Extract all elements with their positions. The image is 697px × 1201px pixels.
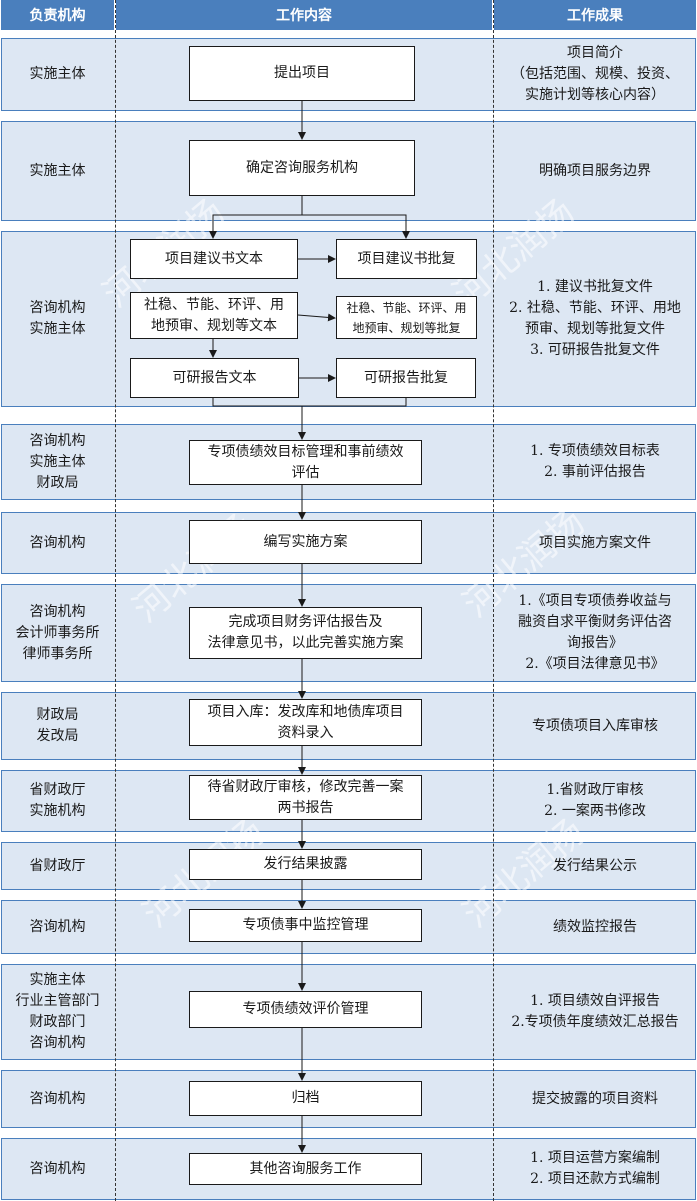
dept-label: 实施主体 行业主管部门 财政部门 咨询机构 [15, 972, 100, 1051]
dept-label: 省财政厅 实施机构 [29, 782, 86, 819]
result-label: 项目简介 （包括范围、规模、投资、 实施计划等核心内容） [511, 45, 679, 103]
column-divider [493, 0, 494, 1201]
result-label: 项目实施方案文件 [539, 534, 651, 551]
result-label: 发行结果公示 [553, 857, 637, 874]
header-result: 工作成果 [494, 0, 696, 30]
dept-label: 咨询机构 [29, 534, 86, 551]
result-label: 1. 建议书批复文件 2. 社稳、节能、环评、用地 预审、规划等批复文件 3. … [509, 279, 681, 358]
result-label: 1. 项目运营方案编制 2. 项目还款方式编制 [530, 1150, 660, 1187]
step-assessment-texts: 社稳、节能、环评、用 地预审、规划等文本 [130, 292, 298, 339]
result-label: 1.省财政厅审核 2. 一案两书修改 [544, 782, 646, 819]
dept-label: 咨询机构 [29, 918, 86, 935]
step-project-library: 项目入库：发改库和地债库项目 资料录入 [189, 699, 422, 746]
dept-label: 咨询机构 [29, 1090, 86, 1107]
dept-label: 咨询机构 会计师事务所 律师事务所 [15, 603, 100, 662]
dept-label: 咨询机构 [29, 1160, 86, 1177]
dept-label: 咨询机构 实施主体 财政局 [29, 432, 86, 491]
dept-label: 实施主体 [29, 66, 86, 82]
dept-label: 实施主体 [29, 162, 86, 179]
result-label: 明确项目服务边界 [539, 162, 651, 179]
dept-label: 省财政厅 [29, 857, 86, 874]
step-financial-legal: 完成项目财务评估报告及 法律意见书，以此完善实施方案 [189, 607, 422, 659]
result-label: 绩效监控报告 [553, 918, 637, 935]
step-proposal-approval: 项目建议书批复 [336, 239, 477, 279]
row-band [1, 1138, 696, 1200]
step-monitoring: 专项债事中监控管理 [189, 909, 422, 942]
result-label: 1.《项目专项债券收益与 融资自求平衡财务评估咨 询报告》 2.《项目法律意见书… [518, 593, 672, 672]
header-content: 工作内容 [116, 0, 492, 30]
step-feasibility-text: 可研报告文本 [130, 358, 299, 398]
column-divider [115, 0, 116, 1201]
header-dept: 负责机构 [1, 0, 114, 30]
result-label: 专项债项目入库审核 [532, 717, 658, 734]
dept-label: 财政局 发改局 [36, 707, 79, 744]
step-performance-target: 专项债绩效目标管理和事前绩效 评估 [189, 440, 422, 485]
step-evaluation: 专项债绩效评价管理 [189, 991, 422, 1028]
result-label: 1. 专项债绩效目标表 2. 事前评估报告 [530, 443, 660, 480]
step-archive: 归档 [189, 1081, 422, 1116]
step-proposal-text: 项目建议书文本 [130, 239, 298, 279]
step-feasibility-approval: 可研报告批复 [336, 358, 476, 398]
step-assessment-approvals: 社稳、节能、环评、用 地预审、规划等批复 [336, 296, 477, 339]
step-write-plan: 编写实施方案 [189, 520, 422, 564]
step-select-consultant: 确定咨询服务机构 [189, 140, 415, 196]
dept-label: 咨询机构 实施主体 [29, 300, 86, 337]
step-other-services: 其他咨询服务工作 [189, 1153, 422, 1185]
result-label: 提交披露的项目资料 [532, 1090, 658, 1107]
step-issue-disclosure: 发行结果披露 [189, 849, 422, 880]
step-propose-project: 提出项目 [189, 46, 415, 101]
step-provincial-review: 待省财政厅审核，修改完善一案 两书报告 [189, 775, 422, 820]
result-label: 1. 项目绩效自评报告 2.专项债年度绩效汇总报告 [511, 993, 679, 1030]
